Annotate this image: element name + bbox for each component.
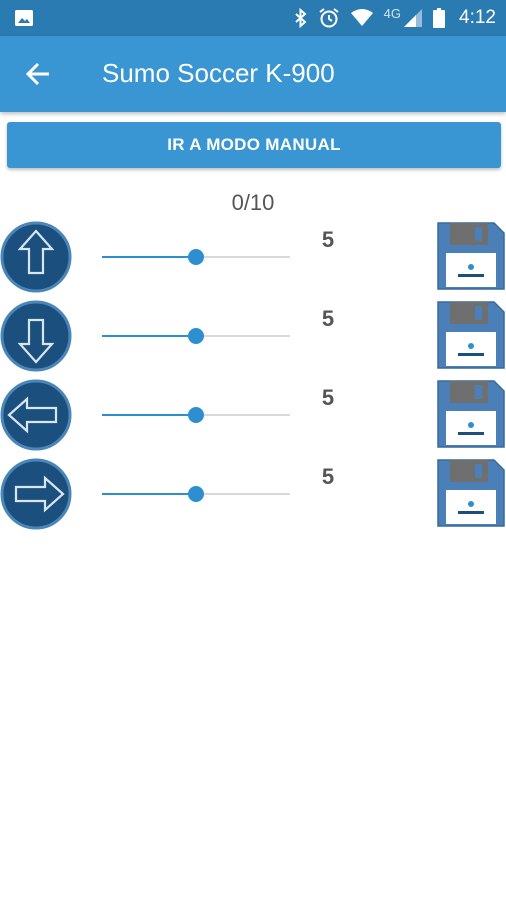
gallery-notification-icon bbox=[15, 10, 33, 26]
left-direction-button[interactable] bbox=[0, 379, 72, 451]
arrow-down-icon bbox=[17, 318, 55, 364]
up-speed-slider[interactable] bbox=[102, 249, 290, 265]
slider-thumb[interactable] bbox=[188, 486, 204, 502]
left-value: 5 bbox=[321, 385, 335, 410]
slider-fill bbox=[102, 335, 196, 337]
control-row-right: 5 bbox=[0, 458, 506, 530]
right-direction-button[interactable] bbox=[0, 458, 72, 530]
floppy-disk-icon bbox=[437, 459, 505, 527]
left-save-button[interactable] bbox=[436, 379, 506, 449]
app-title: Sumo Soccer K-900 bbox=[102, 58, 335, 88]
up-direction-button[interactable] bbox=[0, 221, 72, 293]
right-value: 5 bbox=[321, 464, 335, 489]
arrow-up-icon bbox=[17, 229, 55, 275]
down-direction-button[interactable] bbox=[0, 300, 72, 372]
slider-thumb[interactable] bbox=[188, 328, 204, 344]
down-value: 5 bbox=[321, 306, 335, 331]
floppy-disk-icon bbox=[437, 222, 505, 290]
up-value: 5 bbox=[321, 227, 335, 252]
slider-thumb[interactable] bbox=[188, 407, 204, 423]
status-bar: 4G 4:12 bbox=[0, 0, 506, 36]
floppy-disk-icon bbox=[437, 301, 505, 369]
battery-icon bbox=[433, 8, 446, 28]
down-speed-slider[interactable] bbox=[102, 328, 290, 344]
manual-mode-button[interactable]: IR A MODO MANUAL bbox=[7, 122, 501, 168]
back-button[interactable] bbox=[18, 54, 58, 94]
arrow-back-icon bbox=[25, 62, 49, 86]
control-row-up: 5 bbox=[0, 221, 506, 293]
status-clock: 4:12 bbox=[459, 7, 496, 28]
bluetooth-icon bbox=[295, 8, 307, 28]
right-save-button[interactable] bbox=[436, 458, 506, 528]
alarm-icon bbox=[319, 8, 339, 28]
signal-icon bbox=[404, 9, 423, 27]
up-save-button[interactable] bbox=[436, 221, 506, 291]
app-bar: Sumo Soccer K-900 bbox=[0, 36, 506, 112]
slider-fill bbox=[102, 493, 196, 495]
slider-fill bbox=[102, 414, 196, 416]
right-speed-slider[interactable] bbox=[102, 486, 290, 502]
control-row-down: 5 bbox=[0, 300, 506, 372]
wifi-icon bbox=[350, 9, 373, 26]
arrow-right-icon bbox=[14, 475, 65, 513]
slider-fill bbox=[102, 256, 196, 258]
down-save-button[interactable] bbox=[436, 300, 506, 370]
left-speed-slider[interactable] bbox=[102, 407, 290, 423]
slider-thumb[interactable] bbox=[188, 249, 204, 265]
control-row-left: 5 bbox=[0, 379, 506, 451]
network-type-label: 4G bbox=[383, 5, 402, 21]
arrow-left-icon bbox=[7, 396, 58, 434]
step-counter: 0/10 bbox=[231, 190, 275, 215]
floppy-disk-icon bbox=[437, 380, 505, 448]
